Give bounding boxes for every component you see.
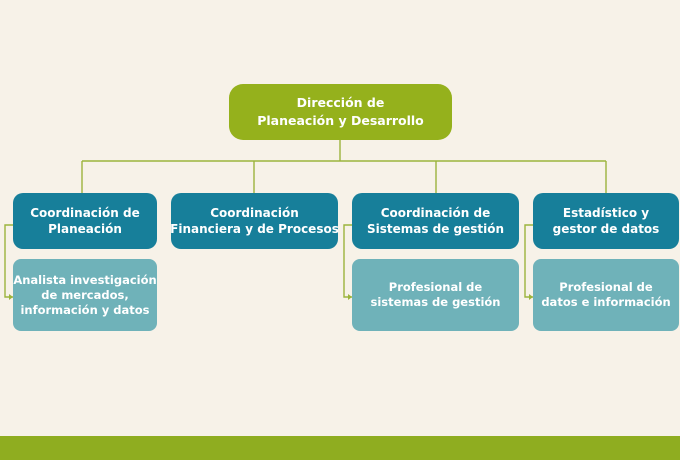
coord-node-line-2: Sistemas de gestión: [366, 222, 505, 236]
arrow-head-1: [9, 294, 13, 300]
footer-band: [0, 436, 680, 460]
sub-node-line-1: Profesional de: [559, 280, 653, 294]
sub-node-profesional-datos: Profesional de datos e información: [533, 259, 679, 331]
coord-node-line-2: Planeación: [48, 222, 122, 236]
sub-node-line-2: datos e información: [541, 295, 671, 309]
arrow-head-4: [529, 294, 533, 300]
side-connector-1: [4, 224, 13, 298]
coord-node-line-1: Estadístico y: [562, 206, 650, 220]
sub-node-line-1: Analista investigación: [13, 272, 157, 287]
coord-node-line-1: Coordinación: [210, 206, 299, 220]
coord-node-sistemas: Coordinación de Sistemas de gestión: [352, 193, 519, 249]
sub-node-line-2: de mercados,: [41, 287, 129, 302]
sub-node-line-3: información y datos: [20, 302, 150, 317]
arrow-head-3: [348, 294, 352, 300]
side-connector-4: [524, 224, 533, 298]
side-connector-3: [343, 224, 352, 298]
coord-node-line-1: Coordinación de: [380, 206, 491, 220]
root-node-line-1: Dirección de: [296, 95, 385, 110]
sub-node-line-1: Profesional de: [388, 280, 483, 294]
coord-node-financiera: Coordinación Financiera y de Procesos: [170, 193, 339, 249]
coord-node-estadistico: Estadístico y gestor de datos: [533, 193, 679, 249]
root-node-line-2: Planeación y Desarrollo: [257, 113, 424, 128]
coord-node-planeacion: Coordinación de Planeación: [13, 193, 157, 249]
coord-node-line-2: gestor de datos: [552, 222, 660, 236]
sub-node-line-2: sistemas de gestión: [370, 295, 501, 309]
sub-node-analista: Analista investigación de mercados, info…: [13, 259, 157, 331]
coord-node-line-1: Coordinación de: [30, 206, 140, 220]
coord-node-line-2: Financiera y de Procesos: [170, 222, 339, 236]
sub-node-profesional-sistemas: Profesional de sistemas de gestión: [352, 259, 519, 331]
root-node-direccion: Dirección de Planeación y Desarrollo: [229, 84, 452, 140]
